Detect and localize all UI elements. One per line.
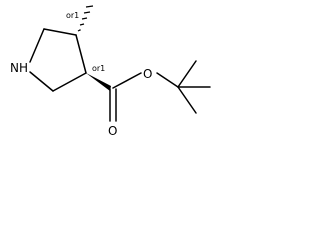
stereo-label-methyl-carbon: or1	[66, 11, 79, 20]
chemical-structure: NH O O or1 or1	[10, 5, 211, 138]
ring-nitrogen-label: NH	[10, 61, 28, 75]
carbonyl-oxygen-label: O	[108, 124, 117, 138]
bond-nh-c2	[29, 28, 45, 63]
methyl-hashed-bond	[77, 5, 94, 32]
bond-c3-c4	[75, 34, 87, 74]
stereo-label-ester-carbon: or1	[92, 64, 105, 73]
ester-oxygen-label: O	[143, 67, 152, 81]
bond-oester-ctbu	[156, 72, 179, 88]
bond-c4-c5	[52, 72, 87, 92]
tbu-methyl-bottom	[177, 86, 197, 114]
tbu-methyl-top	[177, 60, 197, 88]
ester-wedge-bond	[86, 73, 111, 91]
bond-c2-c3	[43, 28, 77, 36]
bond-c5-nh	[29, 71, 54, 92]
bond-c-oester	[112, 72, 142, 89]
